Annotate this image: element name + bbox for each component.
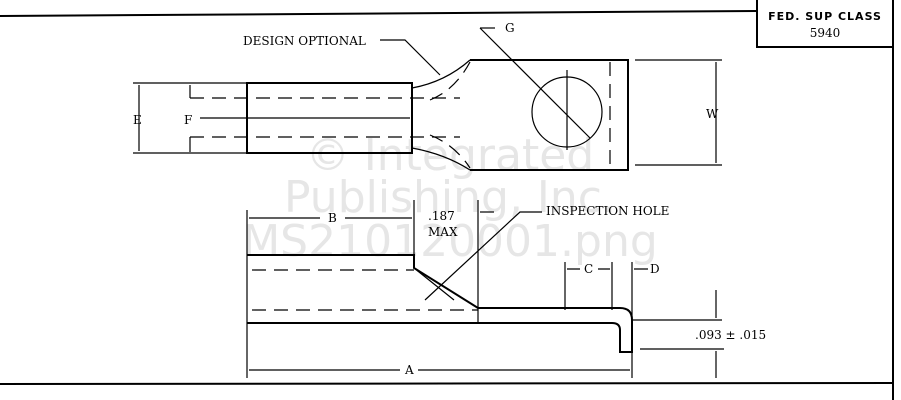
side-view: B .187 MAX INSPECTION HOLE C D .093 ± .0… [246, 200, 766, 378]
label-g: G [505, 21, 515, 35]
watermark-line-1: © Integrated [306, 130, 594, 181]
fed-sup-class-box: FED. SUP CLASS 5940 [756, 0, 893, 48]
design-optional-label: DESIGN OPTIONAL [243, 34, 366, 48]
watermark-line-2: Publishing, Inc. [284, 172, 616, 223]
top-view: G DESIGN OPTIONAL W E F [133, 21, 722, 171]
class-value: 5940 [810, 26, 841, 40]
label-d: D [650, 262, 660, 276]
watermark-line-3: MS210120001.png [242, 216, 658, 267]
inspection-hole-label: INSPECTION HOLE [546, 204, 669, 218]
label-a: A [404, 363, 414, 377]
class-label: FED. SUP CLASS [768, 10, 882, 23]
label-c: C [584, 262, 593, 276]
max-value: .187 [428, 209, 455, 223]
label-w: W [706, 107, 719, 121]
label-b: B [328, 211, 337, 225]
max-label: MAX [428, 225, 458, 239]
thickness-label: .093 ± .015 [695, 328, 766, 342]
label-f: F [184, 113, 192, 127]
watermark: © Integrated Publishing, Inc. MS21012000… [242, 130, 658, 267]
label-e: E [133, 113, 142, 127]
